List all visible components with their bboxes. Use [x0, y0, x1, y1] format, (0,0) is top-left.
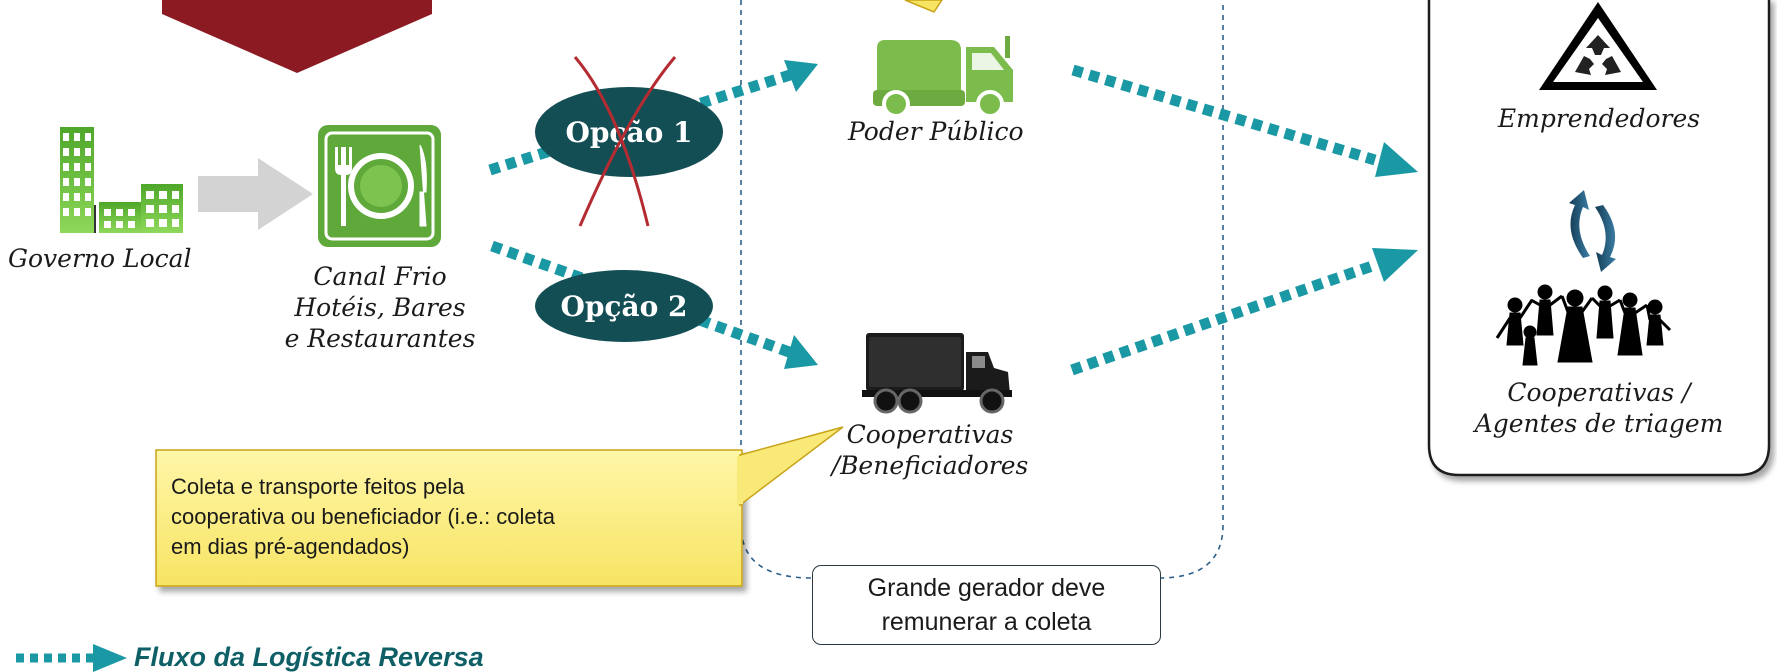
coop-benef-line-1: Cooperativas — [846, 420, 1014, 449]
option-1-oval: Opção 1 — [535, 87, 723, 177]
destination-panel — [1427, 0, 1771, 477]
canal-frio-label: Canal Frio Hotéis, Bares e Restaurantes — [270, 261, 490, 354]
buildings-icon — [60, 127, 183, 233]
cargo-truck-icon — [862, 333, 1012, 414]
yellow-callout-tip — [904, 0, 943, 13]
option-1-label: Opção 1 — [565, 115, 693, 149]
option-2-oval: Opção 2 — [535, 270, 713, 342]
callout-line-1: Coleta e transporte feitos pela — [171, 474, 465, 499]
dashed-container — [740, 0, 1224, 579]
coop-agentes-line-1: Cooperativas / — [1507, 378, 1691, 407]
legend-label: Fluxo da Logística Reversa — [134, 642, 484, 672]
canal-frio-line-2: Hotéis, Bares — [294, 293, 466, 322]
grande-gerador-line-2: remunerar a coleta — [881, 608, 1092, 636]
cooperativas-agentes-label: Cooperativas / Agentes de triagem — [1429, 377, 1769, 439]
callout-text: Coleta e transporte feitos pela cooperat… — [171, 472, 555, 562]
coop-benef-line-2: /Beneficiadores — [831, 451, 1029, 480]
flow-arrow-poder-to-panel — [1071, 64, 1418, 177]
grande-gerador-line-1: Grande gerador deve — [867, 574, 1106, 602]
canal-frio-line-1: Canal Frio — [313, 262, 447, 291]
people-group-icon — [1495, 284, 1672, 366]
coop-agentes-line-2: Agentes de triagem — [1474, 409, 1724, 438]
grande-gerador-note: Grande gerador deve remunerar a coleta — [812, 565, 1161, 645]
flow-arrow-coop-to-panel — [1070, 248, 1418, 376]
governo-local-label: Governo Local — [8, 244, 192, 273]
callout-box — [155, 426, 844, 587]
grey-flow-arrow — [198, 158, 313, 230]
red-banner-arrow — [162, 0, 432, 73]
callout-line-2: cooperativa ou beneficiador (i.e.: colet… — [171, 504, 556, 529]
cooperativas-beneficiadores-label: Cooperativas /Beneficiadores — [820, 419, 1040, 481]
callout-line-3: em dias pré-agendados) — [171, 534, 410, 559]
restaurant-plate-icon — [318, 125, 441, 247]
recycle-warning-icon — [1539, 2, 1657, 90]
garbage-truck-icon — [873, 36, 1013, 118]
legend-arrow — [16, 644, 127, 672]
option-2-label: Opção 2 — [560, 289, 688, 323]
emprendedores-label: Emprendedores — [1497, 104, 1701, 133]
poder-publico-label: Poder Público — [848, 117, 1024, 146]
canal-frio-line-3: e Restaurantes — [284, 324, 476, 353]
swap-arrows-icon — [1569, 190, 1616, 272]
